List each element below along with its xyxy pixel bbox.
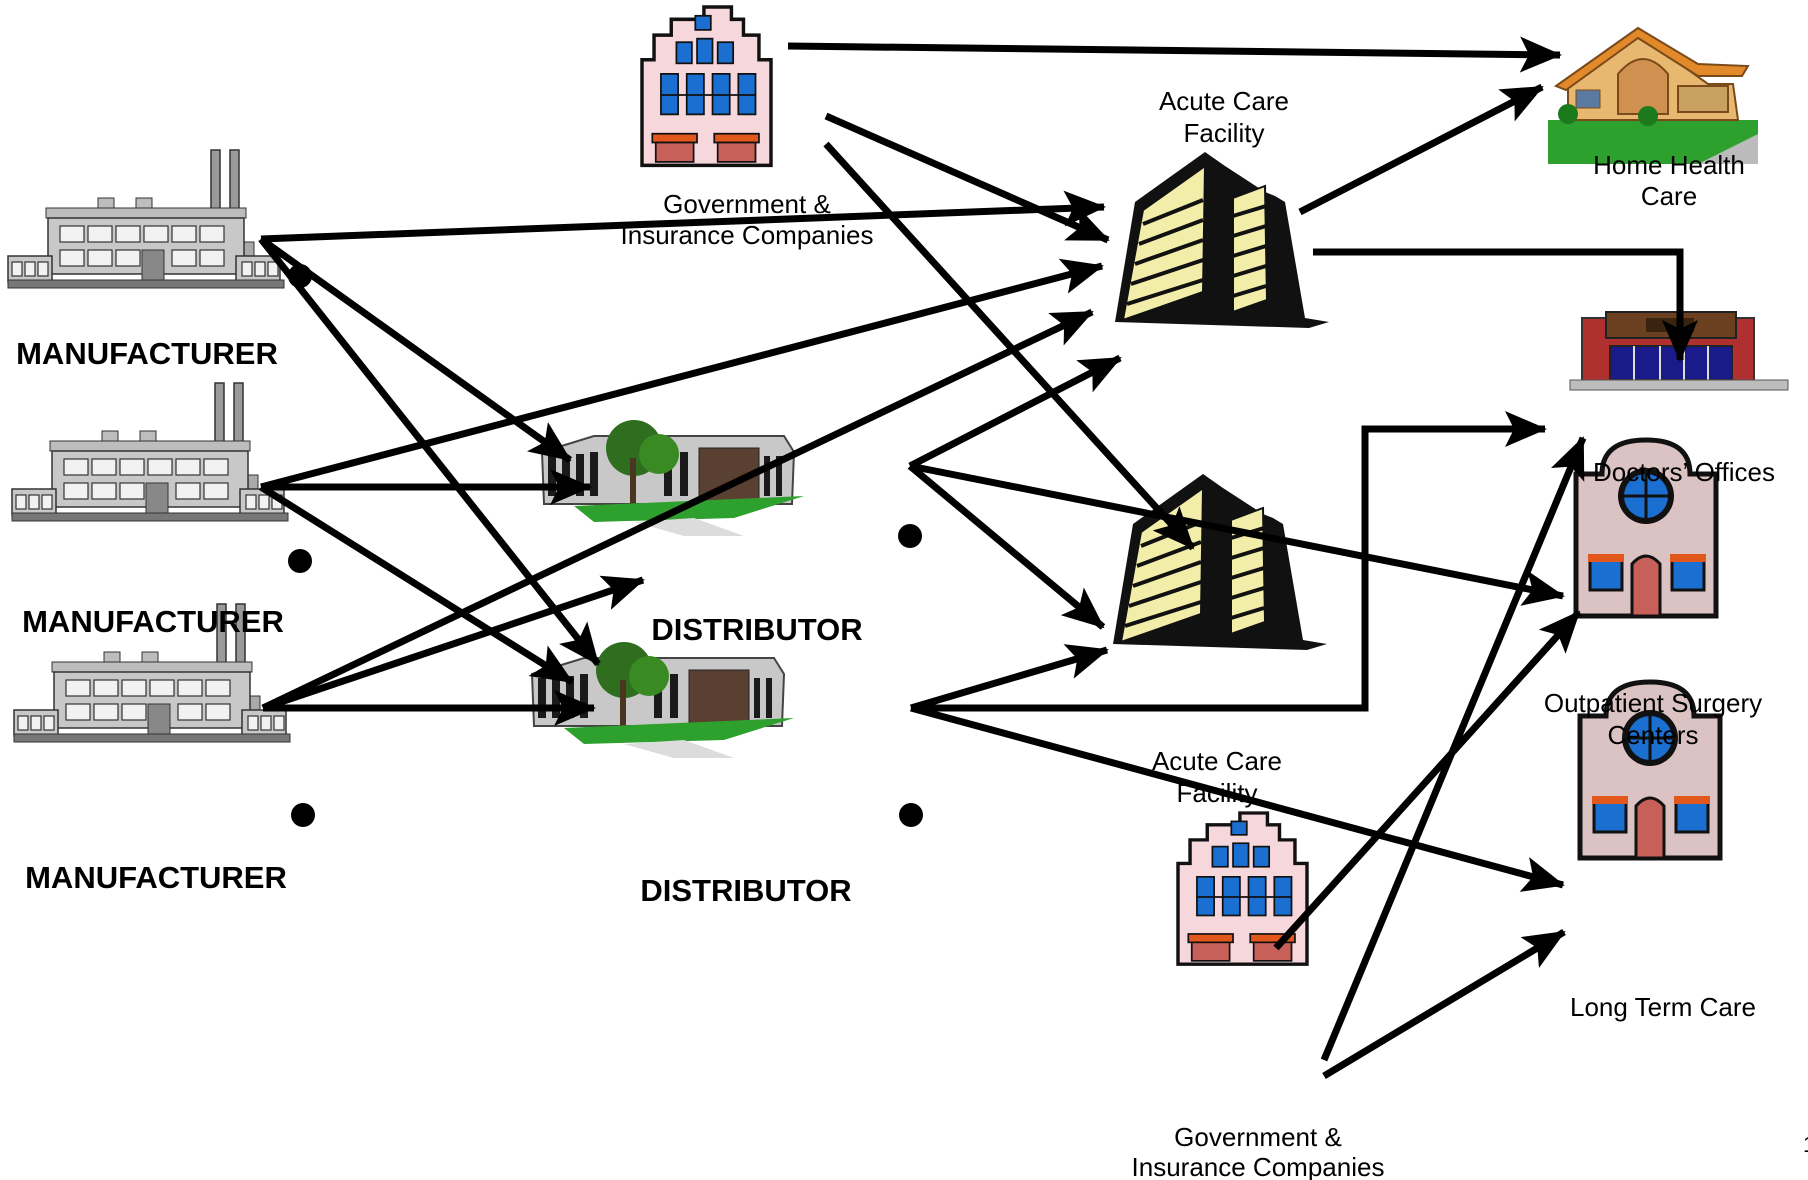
gov-bottom-label-line1: Government & [1174,1122,1342,1152]
edge-distributor1-outpatient [909,462,1565,606]
gov-top-label-line2: Insurance Companies [621,220,874,250]
gov-bottom-label-line2: Insurance Companies [1132,1152,1385,1180]
edge-manufacturer3-acute-top [261,308,1094,712]
government-building-icon [640,5,773,168]
origin-dot [898,524,922,548]
edge-gov-bottom-doctors [1320,436,1587,1062]
acute-bottom-label-line1: Acute Care [1152,746,1282,776]
outpatient-label-line2: Centers [1607,720,1698,750]
acute-top-label-line2: Facility [1184,118,1265,148]
edge-gov-top-acute-top [824,112,1110,244]
page-marker: 1 [1803,1132,1808,1157]
edge-acute-top-doctors [1313,248,1698,362]
distributor-2-label: DISTRIBUTOR [640,873,851,908]
edge-manufacturer2-distributor2 [259,484,574,685]
manufacturer-3-label: MANUFACTURER [25,860,287,895]
office-campus-icon [531,641,795,759]
hospital-tower-icon [1113,150,1331,330]
factory-icon [11,382,289,522]
edge-gov-top-home-health [787,36,1562,73]
edge-acute-top-home-health [1298,83,1544,216]
factory-icon [7,149,285,289]
edge-distributor2-doctors [911,411,1547,712]
edges [258,36,1698,1080]
acute-bottom-label-line2: Facility [1177,778,1258,808]
long-term-label: Long Term Care [1570,992,1756,1022]
edge-manufacturer3-distributor1 [261,575,645,712]
edge-distributor1-acute-bottom [907,463,1106,630]
origin-dot [291,803,315,827]
government-building-icon [1176,811,1309,966]
edge-manufacturer1-acute-top [260,190,1106,243]
origin-dot [288,549,312,573]
edge-gov-top-acute-bottom [823,141,1196,551]
home-health-label-line2: Care [1641,181,1697,211]
gov-top-label-line1: Government & [663,189,831,219]
manufacturer-2-label: MANUFACTURER [22,604,284,639]
manufacturer-1-label: MANUFACTURER [16,336,278,371]
house-icon [1547,27,1759,165]
edge-distributor1-acute-top [908,354,1122,470]
edge-distributor2-long-term [910,704,1565,892]
edge-manufacturer1-distributor1 [258,236,573,463]
outpatient-label-line1: Outpatient Surgery [1544,688,1762,718]
edge-gov-bottom-long-term [1322,928,1566,1080]
edge-distributor2-acute-bottom [910,644,1109,712]
home-health-label-line1: Home Health [1593,150,1745,180]
acute-top-label-line1: Acute Care [1159,86,1289,116]
edge-origin-dots [288,264,923,827]
origin-dot [899,803,923,827]
edge-gov-bottom-outpatient [1273,609,1582,951]
doctors-label: Doctors’ Offices [1593,457,1775,487]
distributor-1-label: DISTRIBUTOR [651,612,862,647]
origin-dot [288,264,312,288]
office-campus-icon [541,419,805,537]
edge-manufacturer1-distributor2 [258,236,601,667]
edge-manufacturer2-acute-top [260,258,1104,491]
